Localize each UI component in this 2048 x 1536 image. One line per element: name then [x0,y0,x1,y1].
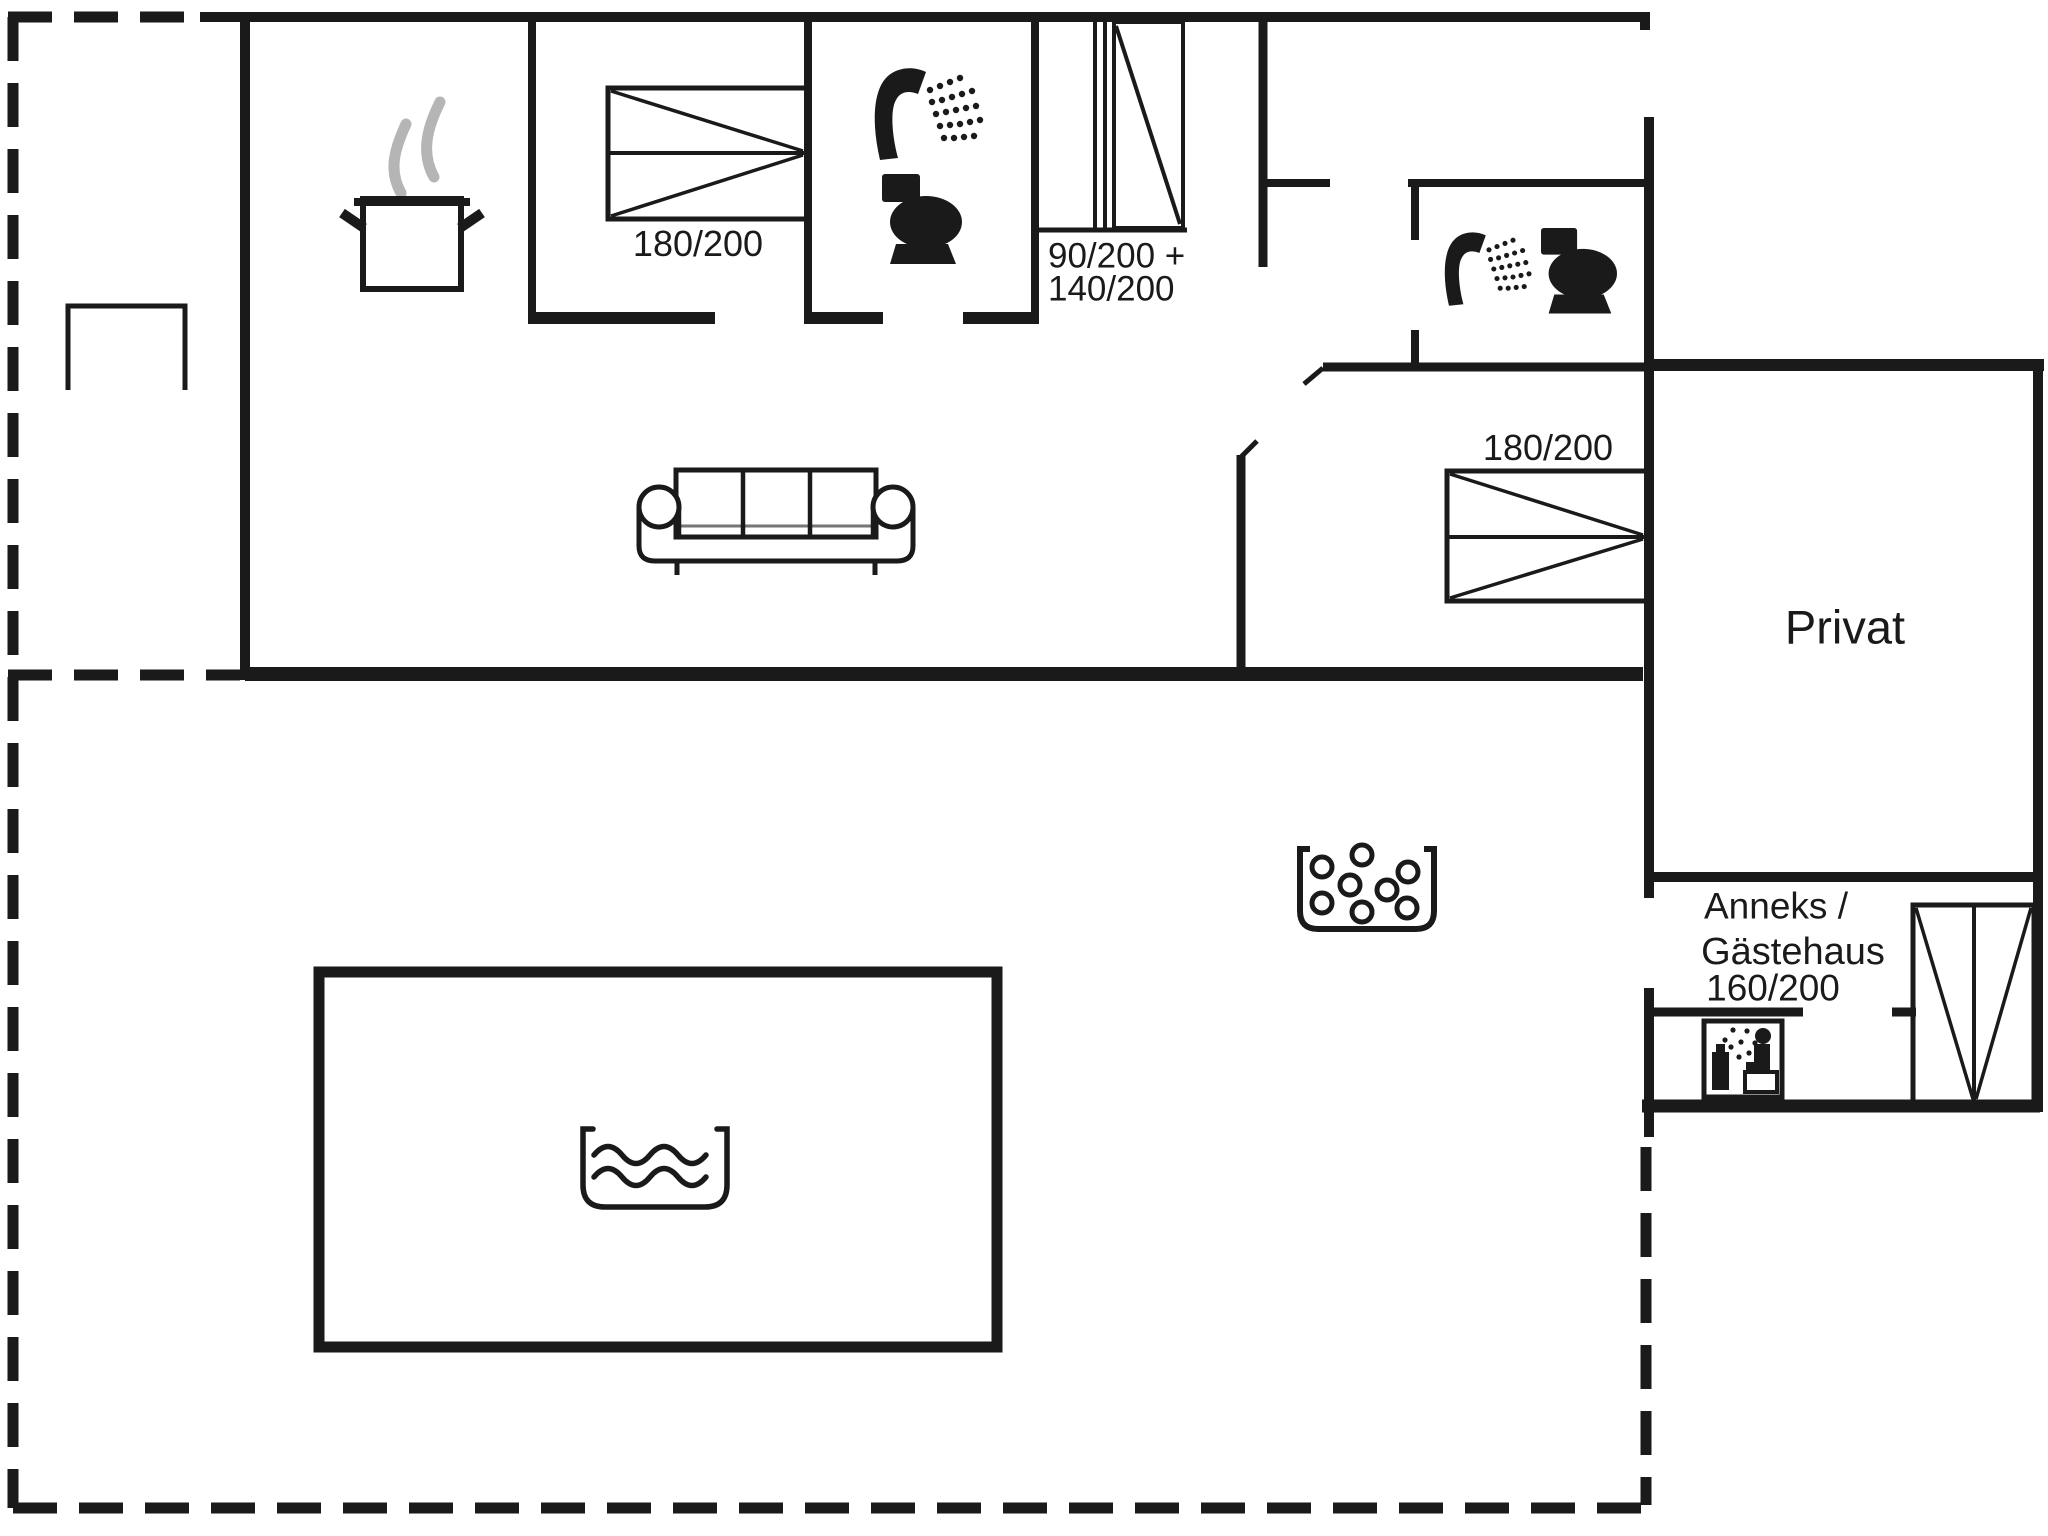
whirlpool-icon [1297,842,1437,932]
terrace-structure-icon [65,303,188,390]
bunk-size-label-line1: 90/200 + [1048,236,1186,276]
shower-icon [1444,231,1532,307]
door-tick-icon [1239,439,1259,459]
steam-icon [388,118,412,199]
door-tick-icon [1302,366,1325,386]
bed-size-label-top: 180/200 [632,223,764,264]
sofa-icon [636,467,916,575]
double-bed-top-icon [605,85,810,222]
walls [200,12,2044,1137]
bunk-beds-icon [1037,20,1187,233]
toilet-icon [881,173,963,265]
pool [313,966,1003,1353]
toilet-icon [1540,227,1618,314]
annex-shower-cabin-icon [1701,1018,1785,1100]
water-basin-icon [580,1126,730,1210]
bunk-size-label-line2: 140/200 [1048,269,1175,309]
annex-label-line2: Gästehaus [1701,931,1885,973]
annex-label-line1: Anneks / [1704,885,1848,927]
shower-icon [874,67,984,161]
cooking-pot-icon [339,96,485,292]
annex-label-line3: 160/200 [1706,967,1840,1009]
privat-room-label: Privat [1784,600,1906,654]
steam-icon [421,96,446,183]
double-bed-right-icon [1444,468,1650,604]
annex-bed-icon [1910,902,2037,1106]
terrace-dashed-outline [7,11,1652,1514]
bed-size-label-right: 180/200 [1482,427,1614,468]
